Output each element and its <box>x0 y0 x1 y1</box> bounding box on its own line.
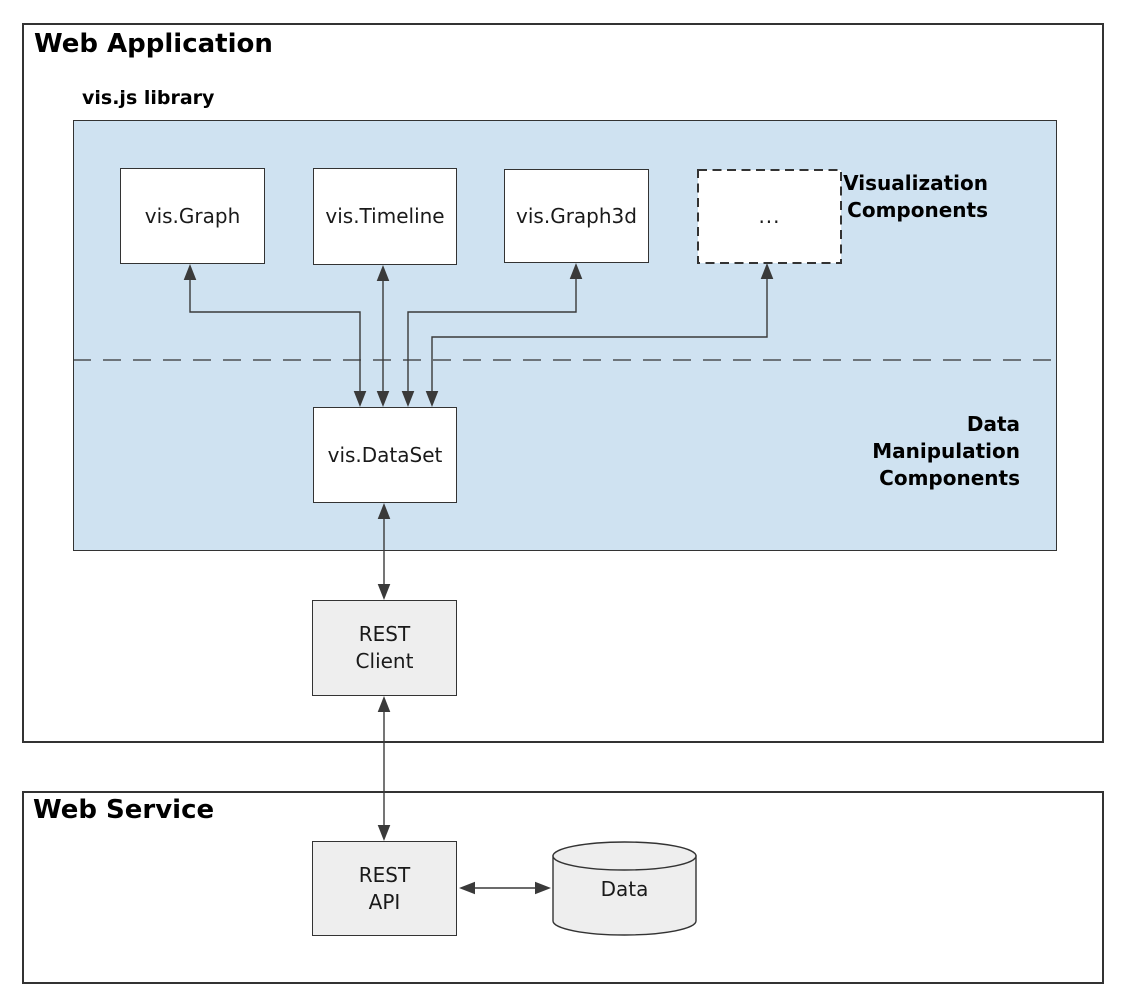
web-application-title: Web Application <box>34 29 273 59</box>
node-data-store-label: Data <box>600 876 649 901</box>
node-vis-dataset: vis.DataSet <box>313 407 457 503</box>
node-vis-graph3d: vis.Graph3d <box>504 169 649 263</box>
node-more-components: ... <box>698 170 841 263</box>
visjs-library-title: vis.js library <box>82 87 215 109</box>
section-label-visualization-components: Visualization Components <box>843 171 988 222</box>
node-vis-graph: vis.Graph <box>120 168 265 264</box>
node-rest-client: REST Client <box>312 600 457 696</box>
web-service-title: Web Service <box>33 795 215 825</box>
node-rest-api: REST API <box>312 841 457 936</box>
section-label-data-manipulation-components: Data Manipulation Components <box>872 412 1020 490</box>
node-vis-timeline: vis.Timeline <box>313 168 457 265</box>
